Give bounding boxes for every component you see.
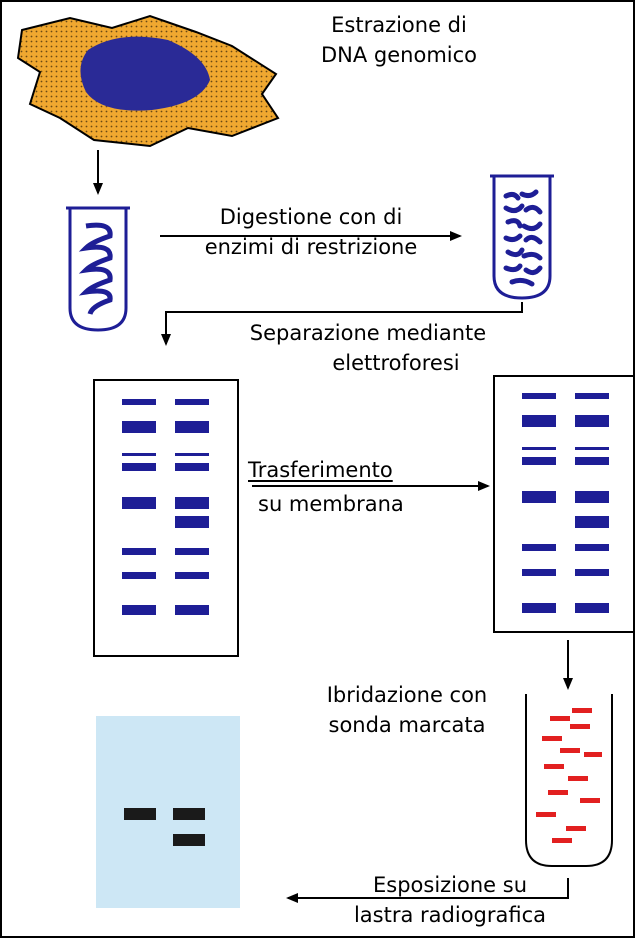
label-separation-line2: elettroforesi [332, 351, 460, 375]
xray-film-icon [96, 716, 240, 908]
gel-icon [93, 379, 239, 657]
tube-genomic-dna-icon [66, 206, 130, 332]
label-extraction-line1: Estrazione di [331, 13, 467, 37]
label-digestion: Digestione con di enzimi di restrizione [178, 202, 444, 262]
label-transfer-line2: su membrana [258, 492, 404, 516]
label-hybridization-line1: Ibridazione con [326, 683, 488, 707]
label-exposure-line1: Esposizione su [372, 873, 528, 897]
hybridization-bag-icon [525, 694, 613, 867]
label-transfer: Trasferimento su membrana [248, 455, 408, 519]
tube-digested-dna-icon [490, 174, 554, 300]
label-exposure: Esposizione su lastra radiografica [330, 870, 570, 930]
label-transfer-line1: Trasferimento [248, 458, 393, 482]
label-extraction: Estrazione di DNA genomico [284, 10, 514, 70]
membrane-icon [493, 375, 635, 633]
arrow-exposure [286, 878, 569, 903]
label-hybridization-line2: sonda marcata [328, 713, 486, 737]
arrow-separation [161, 302, 523, 346]
label-separation: Separazione mediante elettroforesi [216, 318, 520, 378]
label-separation-line1: Separazione mediante [249, 321, 487, 345]
label-digestion-line2: enzimi di restrizione [204, 235, 418, 259]
label-digestion-line1: Digestione con di [219, 205, 403, 229]
nucleus-icon [80, 36, 210, 111]
cell-icon [16, 14, 280, 148]
label-exposure-line2: lastra radiografica [353, 903, 547, 927]
label-hybridization: Ibridazione con sonda marcata [300, 680, 514, 740]
label-extraction-line2: DNA genomico [320, 43, 477, 67]
